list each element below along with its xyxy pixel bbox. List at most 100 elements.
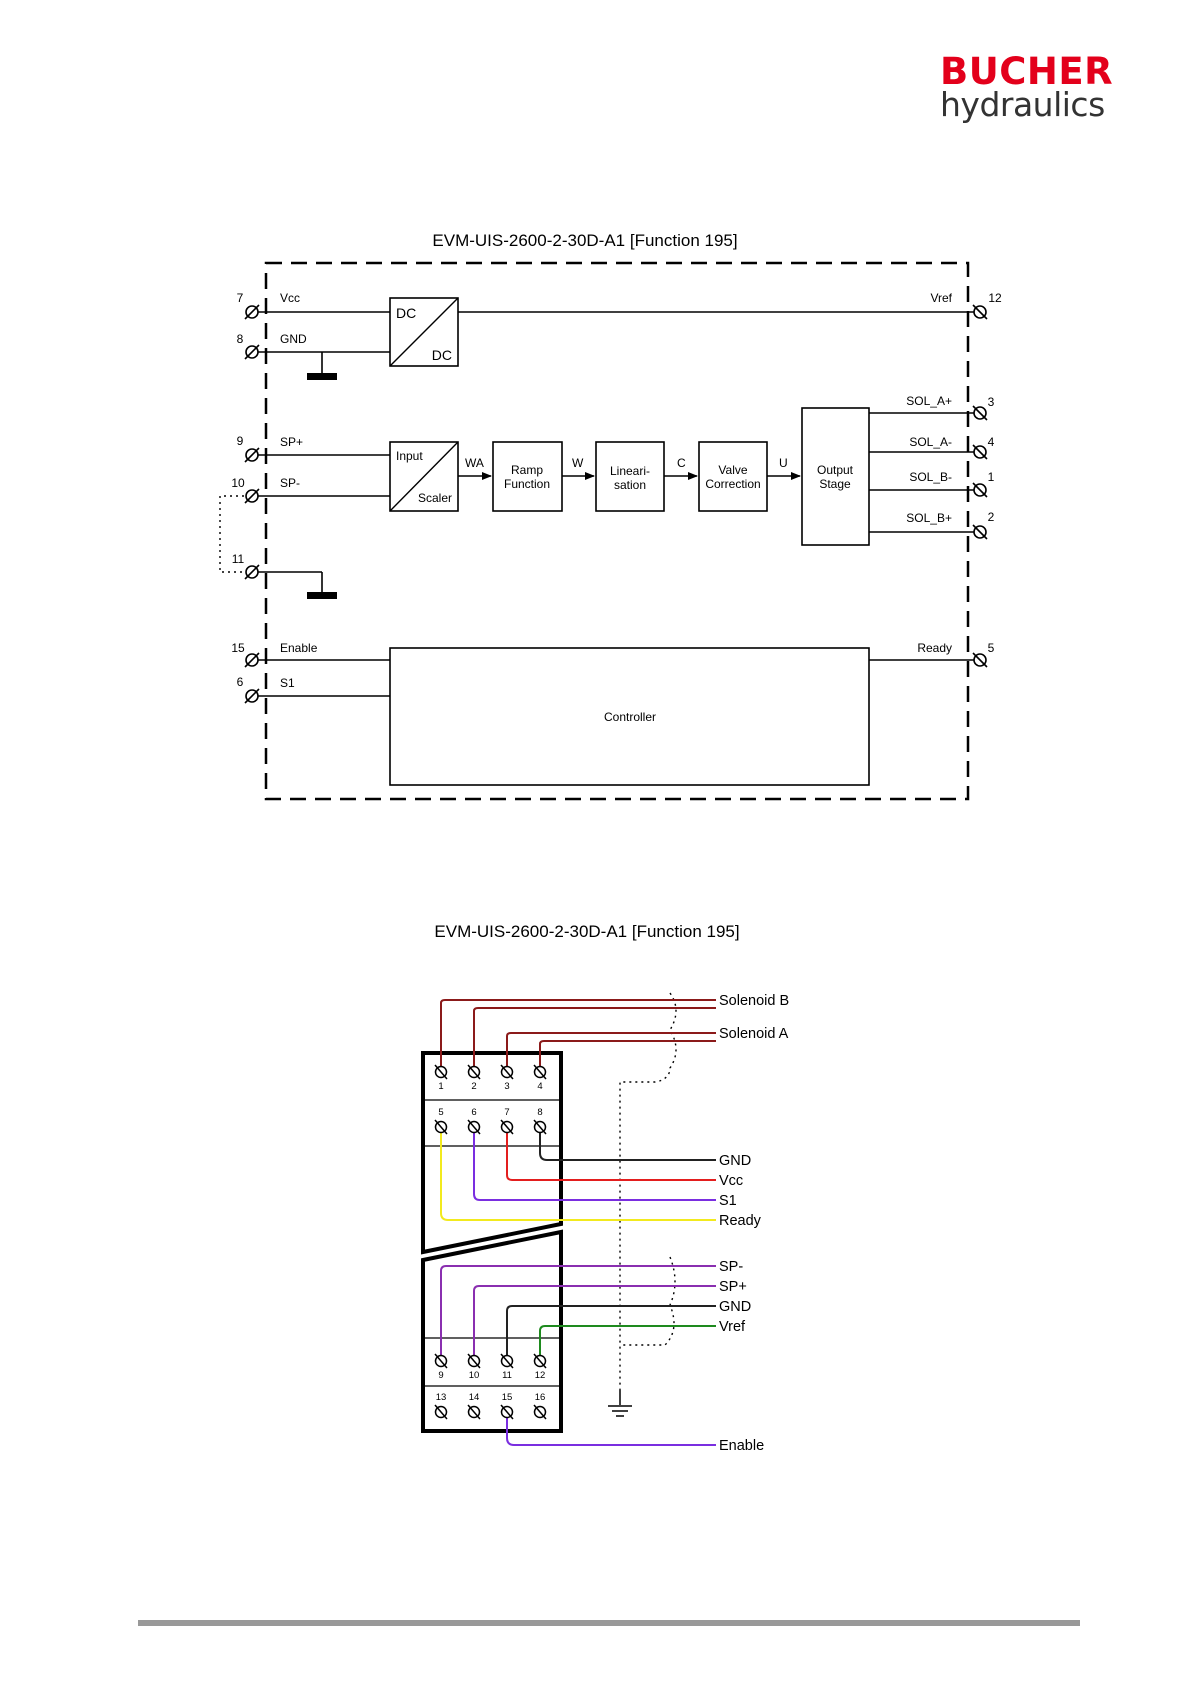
block-label: Stage: [819, 477, 851, 491]
signal-label: W: [572, 456, 584, 470]
terminal-number: 4: [537, 1081, 542, 1092]
terminal-screw-icon: [434, 1353, 448, 1369]
signal-label: Enable: [280, 641, 318, 655]
wire-gnd-1: [539, 1123, 716, 1161]
controller-block: Controller: [389, 647, 870, 786]
terminal-number: 1: [438, 1081, 443, 1092]
signal-label: SP+: [280, 435, 303, 449]
wire-label-gnd: GND: [719, 1299, 751, 1315]
connector-housing: [421, 1051, 563, 1433]
wire-s1: [473, 1123, 716, 1201]
wire-label-s1: S1: [719, 1193, 737, 1209]
terminal-number: 5: [988, 641, 995, 655]
wire-label-vcc: Vcc: [719, 1173, 743, 1189]
module-boundary: [264, 261, 970, 801]
terminal-number: 11: [502, 1370, 512, 1381]
wire-sp-plus: [473, 1285, 716, 1357]
wire-label-sp-minus: SP-: [719, 1259, 743, 1275]
terminal-number: 12: [988, 291, 1002, 305]
wire-gnd-2: [506, 1305, 716, 1357]
terminal-icon: [972, 405, 988, 421]
signal-label: SOL_A-: [909, 435, 952, 449]
terminal-screw-icon: [500, 1064, 514, 1080]
block-diagram-title: EVM-UIS-2600-2-30D-A1 [Function 195]: [432, 231, 737, 250]
terminal-number: 1: [988, 470, 995, 484]
terminal-number: 12: [535, 1370, 546, 1381]
block-label: Valve: [718, 463, 747, 477]
valve-correction-block: Valve Correction: [698, 441, 768, 512]
terminal-number: 16: [535, 1392, 546, 1403]
terminal-number: 4: [988, 435, 995, 449]
terminal-screw-icon: [467, 1404, 481, 1420]
wire-label-enable: Enable: [719, 1438, 764, 1454]
terminal-number: 11: [232, 552, 245, 566]
terminal-icon: [244, 344, 260, 360]
block-label: Function: [504, 477, 550, 491]
wire-label-solenoid-b: Solenoid B: [719, 993, 789, 1009]
terminal-number: 7: [237, 291, 244, 305]
terminal-screw-icon: [533, 1119, 547, 1135]
signal-label: SOL_B+: [906, 511, 952, 525]
wire-label-solenoid-a: Solenoid A: [719, 1026, 789, 1042]
wire-ready: [440, 1123, 716, 1221]
terminal-number: 9: [237, 434, 244, 448]
wire-label-sp-plus: SP+: [719, 1279, 747, 1295]
terminal-screw-icon: [434, 1119, 448, 1135]
block-diagram: EVM-UIS-2600-2-30D-A1 [Function 195]: [219, 231, 1002, 801]
terminal-icon: [244, 688, 260, 704]
terminal-number: 15: [231, 641, 245, 655]
linearisation-block: Lineari- sation: [595, 441, 665, 512]
wiring-diagram: EVM-UIS-2600-2-30D-A1 [Function 195]: [421, 922, 789, 1454]
terminal-screw-icon: [533, 1404, 547, 1420]
terminal-icon: [244, 488, 260, 504]
wire-label-ready: Ready: [719, 1213, 762, 1229]
terminal-number: 2: [471, 1081, 476, 1092]
signal-label: GND: [280, 332, 307, 346]
signal-label: Vref: [930, 291, 952, 305]
signal-label: C: [677, 456, 686, 470]
terminal-number: 8: [537, 1107, 542, 1118]
wire-solenoid-b-2: [473, 1007, 716, 1068]
terminal-number: 9: [438, 1370, 443, 1381]
terminal-icon: [244, 447, 260, 463]
bucher-logo: BUCHER hydraulics: [940, 52, 1120, 122]
wire-vref: [539, 1325, 716, 1357]
wire-sp-minus: [440, 1265, 716, 1357]
output-stage-block: Output Stage: [801, 407, 870, 546]
terminal-icon: [972, 524, 988, 540]
wire-solenoid-b-1: [440, 999, 716, 1068]
dc-out-label: DC: [432, 347, 452, 363]
signal-label: Ready: [917, 641, 952, 655]
terminal-icon: [972, 652, 988, 668]
input-label: Input: [396, 449, 423, 463]
wire-enable: [506, 1410, 716, 1446]
terminal-screw-icon: [467, 1119, 481, 1135]
dc-dc-converter-block: DC DC: [389, 297, 459, 367]
block-label: Ramp: [511, 463, 543, 477]
ground-symbol: [608, 1390, 632, 1417]
terminal-number: 15: [502, 1392, 513, 1403]
terminal-icon: [972, 444, 988, 460]
block-label: Controller: [604, 710, 656, 724]
footer-rule: [138, 1620, 1080, 1626]
terminal-number: 2: [988, 510, 995, 524]
terminal-icon: [244, 564, 260, 580]
block-label: Lineari-: [610, 464, 650, 478]
jumper-link: [219, 495, 244, 573]
terminal-screw-icon: [434, 1404, 448, 1420]
dc-in-label: DC: [396, 305, 416, 321]
terminal-number: 14: [469, 1392, 480, 1403]
block-label: sation: [614, 478, 646, 492]
terminal-screw-icon: [434, 1064, 448, 1080]
terminal-number: 6: [237, 675, 244, 689]
signal-label: SOL_A+: [906, 394, 952, 408]
signal-label: SOL_B-: [909, 470, 952, 484]
signal-label: SP-: [280, 476, 300, 490]
terminal-number: 8: [237, 332, 244, 346]
terminal-screw-icon: [533, 1353, 547, 1369]
terminal-number: 10: [469, 1370, 480, 1381]
scaler-label: Scaler: [418, 491, 452, 505]
terminal-icon: [972, 304, 988, 320]
terminal-number: 13: [436, 1392, 447, 1403]
